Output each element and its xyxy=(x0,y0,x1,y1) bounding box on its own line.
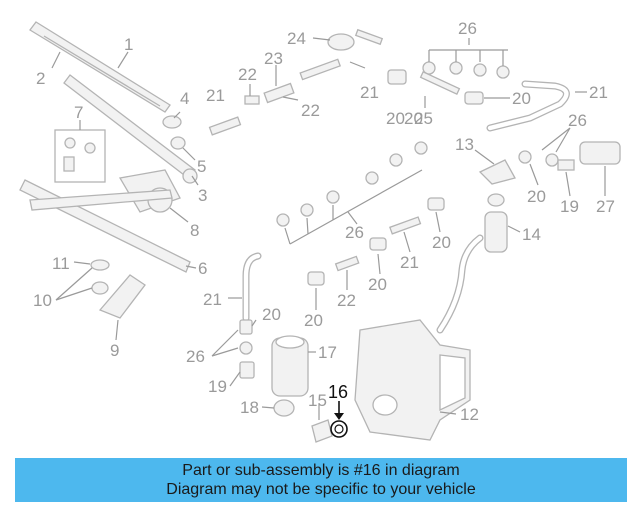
banner-line-1: Part or sub-assembly is #16 in diagram xyxy=(182,462,460,479)
washer-pump xyxy=(271,335,309,397)
parts-diagram: 1 2 3 4 5 6 7 8 9 10 11 12 13 14 15 16 1… xyxy=(19,19,621,443)
callout-12: 12 xyxy=(460,405,479,424)
callout-25: 25 xyxy=(414,109,433,128)
callout-5: 5 xyxy=(197,157,206,176)
callout-20c: 20 xyxy=(527,187,546,206)
callout-21e: 21 xyxy=(203,290,222,309)
callout-19a: 19 xyxy=(208,377,227,396)
callout-15: 15 xyxy=(308,391,327,410)
callout-16: 16 xyxy=(328,382,348,402)
hose-couplers xyxy=(307,197,445,286)
filler-neck xyxy=(484,193,508,253)
callout-4: 4 xyxy=(180,89,189,108)
callout-20g: 20 xyxy=(262,305,281,324)
callout-20b: 20 xyxy=(512,89,531,108)
callout-24: 24 xyxy=(287,29,306,48)
callout-19b: 19 xyxy=(560,197,579,216)
cap-part xyxy=(162,115,186,150)
callout-labels: 1 2 3 4 5 6 7 8 9 10 11 12 13 14 15 16 1… xyxy=(33,19,615,424)
info-banner: Part or sub-assembly is #16 in diagram D… xyxy=(15,458,627,502)
callout-2: 2 xyxy=(36,69,45,88)
callout-17: 17 xyxy=(318,343,337,362)
callout-21b: 21 xyxy=(360,83,379,102)
left-fittings xyxy=(239,319,295,417)
nozzle-parts xyxy=(208,28,384,136)
hardware-kit-box xyxy=(54,129,106,183)
callout-27: 27 xyxy=(596,197,615,216)
callout-8: 8 xyxy=(190,221,199,240)
callout-26d: 26 xyxy=(186,347,205,366)
callout-23: 23 xyxy=(264,49,283,68)
callout-22a: 22 xyxy=(238,65,257,84)
callout-26c: 26 xyxy=(345,223,364,242)
callout-20a: 20 xyxy=(386,109,405,128)
callout-21c: 21 xyxy=(589,83,608,102)
callout-10: 10 xyxy=(33,291,52,310)
callout-14: 14 xyxy=(522,225,541,244)
callout-1: 1 xyxy=(124,35,133,54)
callout-20e: 20 xyxy=(368,275,387,294)
callout-26a: 26 xyxy=(458,19,477,38)
clip-set-top xyxy=(422,61,510,79)
bracket-part xyxy=(90,259,146,319)
callout-18: 18 xyxy=(240,398,259,417)
callout-11: 11 xyxy=(52,254,70,273)
wiper-blade-part xyxy=(29,21,198,184)
callout-26b: 26 xyxy=(568,111,587,130)
callout-20h: 20 xyxy=(404,109,423,128)
sensor-part xyxy=(311,404,333,443)
callout-13: 13 xyxy=(455,135,474,154)
callout-6: 6 xyxy=(198,259,207,278)
jet-housing xyxy=(478,141,621,185)
clip-set-middle xyxy=(276,141,428,227)
callout-21d: 21 xyxy=(400,253,419,272)
callout-20f: 20 xyxy=(304,311,323,330)
banner-line-2: Diagram may not be specific to your vehi… xyxy=(166,481,476,498)
callout-22b: 22 xyxy=(301,101,320,120)
wiper-motor-part xyxy=(19,169,191,273)
callout-20d: 20 xyxy=(432,233,451,252)
grommet-part-16 xyxy=(330,401,348,438)
hose-fittings xyxy=(387,69,484,105)
callout-9: 9 xyxy=(110,341,119,360)
callout-21a: 21 xyxy=(206,86,225,105)
callout-3: 3 xyxy=(198,186,207,205)
callout-7: 7 xyxy=(74,103,83,122)
callout-22c: 22 xyxy=(337,291,356,310)
washer-reservoir xyxy=(354,319,471,441)
